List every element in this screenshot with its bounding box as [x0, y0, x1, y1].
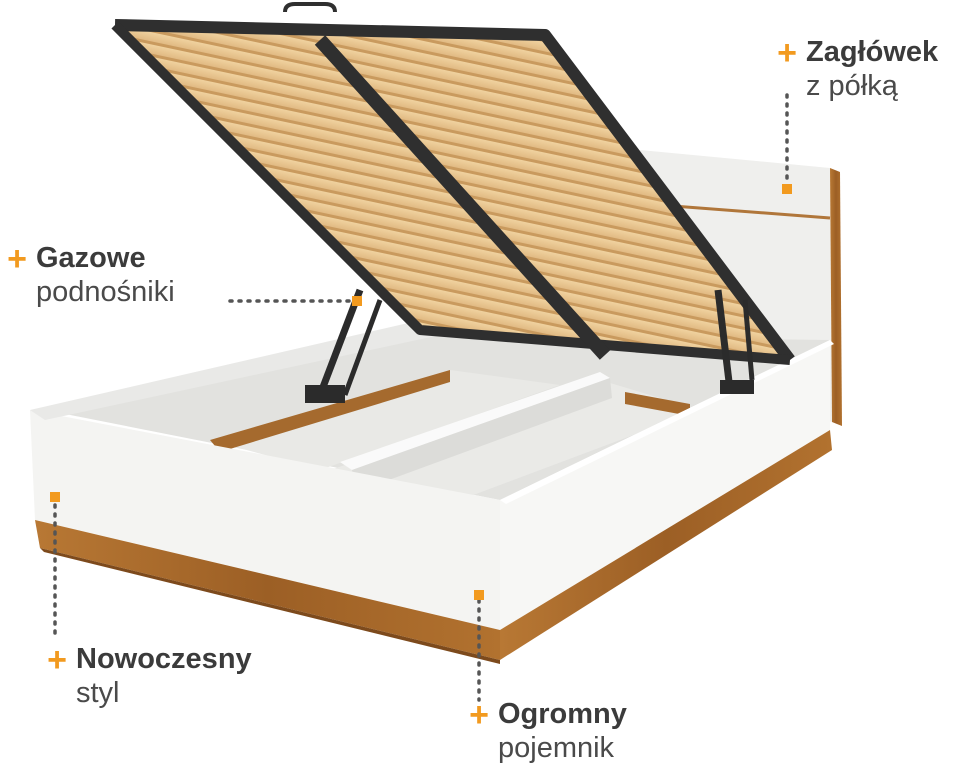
callout-style: + Nowoczesny styl [42, 643, 252, 710]
plus-icon: + [47, 641, 67, 679]
gas-lift-mechanism [305, 288, 755, 403]
callout-markers [50, 184, 792, 600]
callout-title: Ogromny [498, 698, 627, 731]
callout-subtitle: pojemnik [498, 732, 615, 764]
bed-side-panel [30, 410, 500, 664]
callout-subtitle: z półką [806, 70, 898, 102]
callout-headboard: + Zagłówek z półką [772, 36, 938, 103]
callout-title: Zagłówek [806, 36, 939, 69]
plus-icon: + [469, 696, 489, 734]
plus-icon: + [7, 240, 27, 278]
callout-storage: + Ogromny pojemnik [464, 698, 627, 765]
callout-subtitle: podnośniki [36, 276, 175, 308]
callout-title: Gazowe [36, 242, 146, 275]
callout-title: Nowoczesny [76, 643, 252, 676]
callout-subtitle: styl [76, 677, 120, 709]
callout-gas-lifts: + Gazowe podnośniki [2, 242, 175, 309]
plus-icon: + [777, 34, 797, 72]
lifted-slatted-base [111, 2, 795, 365]
callout-leaders [53, 93, 789, 702]
